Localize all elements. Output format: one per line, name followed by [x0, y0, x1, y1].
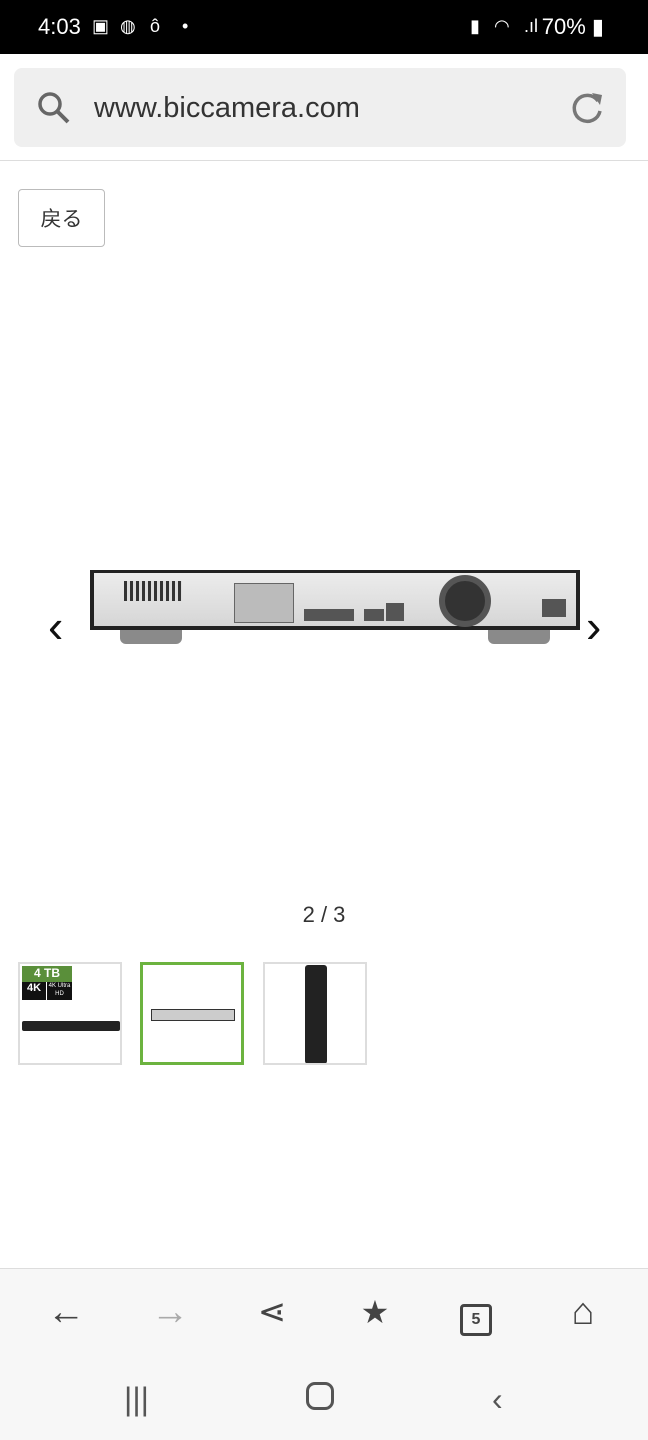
image-icon: ▣: [92, 16, 110, 36]
battery-saver-icon: ▮: [470, 16, 480, 36]
notification-icon: ô: [150, 16, 161, 36]
thumbnail-2[interactable]: [140, 962, 244, 1065]
product-image-rear-panel: [90, 570, 580, 630]
next-arrow-icon[interactable]: ›: [586, 600, 602, 652]
clock: 4:03: [38, 14, 81, 39]
prev-arrow-icon[interactable]: ‹: [48, 600, 64, 652]
share-icon[interactable]: ⋖: [257, 1293, 287, 1331]
wifi-icon: ◠: [494, 16, 510, 36]
forward-arrow-icon[interactable]: →: [151, 1291, 189, 1333]
address-bar[interactable]: www.biccamera.com: [14, 68, 626, 147]
url-text[interactable]: www.biccamera.com: [94, 92, 360, 124]
4k-badge: 4K: [22, 982, 46, 1000]
system-back-icon[interactable]: ‹: [492, 1381, 503, 1417]
tabs-button[interactable]: 5: [448, 1289, 504, 1336]
home-icon[interactable]: ⌂: [571, 1291, 595, 1333]
recent-apps-icon[interactable]: |||: [124, 1381, 149, 1417]
bookmarks-icon[interactable]: ★: [360, 1294, 390, 1330]
signal-icon: .ıl: [524, 16, 539, 36]
back-arrow-icon[interactable]: ←: [47, 1291, 85, 1333]
divider: [0, 160, 648, 161]
reload-icon[interactable]: [568, 89, 606, 127]
tabs-count: 5: [460, 1304, 492, 1336]
status-bar: 4:03 ▣ ◍ ô • ▮ ◠ .ıl 70% ▮: [0, 0, 648, 54]
home-button-icon[interactable]: [306, 1381, 334, 1418]
battery-level: 70% ▮: [541, 14, 604, 39]
back-button[interactable]: 戻る: [18, 189, 105, 247]
remote-control-image: [305, 965, 327, 1063]
uhd-badge: 4K Ultra HD: [47, 982, 72, 1000]
dot-icon: •: [182, 16, 189, 36]
thumbnail-3[interactable]: [263, 962, 367, 1065]
vpn-globe-icon: ◍: [120, 16, 136, 36]
image-counter: 2 / 3: [302, 902, 346, 927]
recorder-rear-image: [151, 1009, 235, 1021]
browser-toolbar: ← → ⋖ ★ 5 ⌂ ||| ‹: [0, 1268, 648, 1440]
capacity-badge: 4 TB: [22, 966, 72, 982]
thumbnail-1[interactable]: 4 TB 4K 4K Ultra HD: [18, 962, 122, 1065]
recorder-front-image: [22, 1021, 120, 1031]
search-icon: [38, 92, 70, 124]
battery-icon: ▮: [591, 14, 604, 39]
